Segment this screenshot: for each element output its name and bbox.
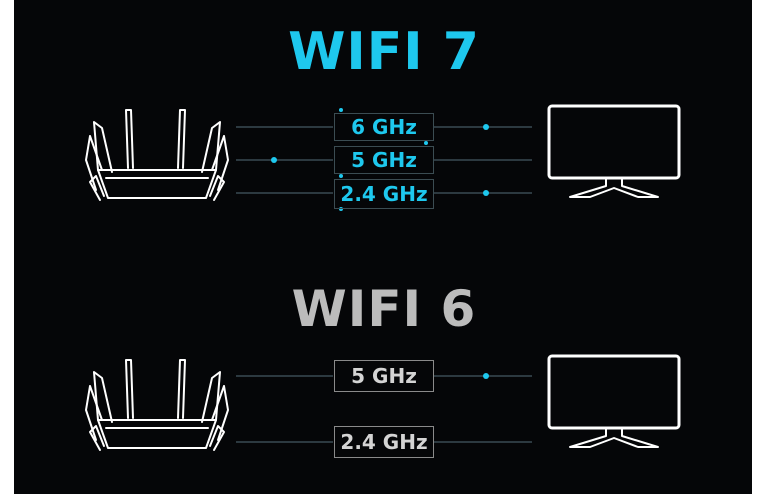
signal-dot [339,174,343,178]
signal-dot [424,141,428,145]
wifi7-band-2-4ghz: 2.4 GHz [334,179,434,209]
signal-dot [271,157,277,163]
signal-dot [483,190,489,196]
wifi7-band-6ghz: 6 GHz [334,113,434,141]
monitor-icon [547,354,681,448]
wifi6-band-5ghz: 5 GHz [334,360,434,392]
signal-dot [483,124,489,130]
wifi7-band-5ghz: 5 GHz [334,146,434,174]
signal-dot [483,373,489,379]
router-icon [85,359,229,451]
diagram-background [14,0,752,494]
wifi6-lines [236,375,532,443]
wifi7-signal-dots [271,108,489,211]
wifi7-title: WIFI 7 [288,22,480,82]
wifi6-title: WIFI 6 [291,280,477,338]
monitor-icon [547,104,681,198]
wifi6-band-2-4ghz: 2.4 GHz [334,426,434,458]
signal-dot [339,108,343,112]
router-icon [85,109,229,201]
